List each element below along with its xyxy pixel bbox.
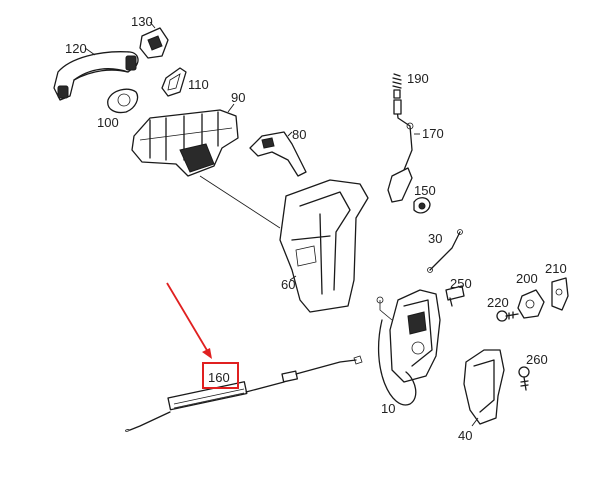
part-90-handle-carrier[interactable] — [131, 103, 239, 177]
label-220: 220 — [487, 295, 509, 310]
label-10: 10 — [381, 401, 395, 416]
label-110: 110 — [188, 77, 209, 92]
label-190: 190 — [407, 71, 429, 86]
part-100-cap[interactable] — [107, 88, 139, 114]
label-200: 200 — [516, 271, 538, 286]
label-250: 250 — [450, 276, 472, 291]
part-190-spring[interactable] — [392, 73, 402, 99]
part-220-screw[interactable] — [496, 310, 519, 322]
label-120: 120 — [65, 41, 87, 56]
part-160-cable[interactable] — [125, 355, 363, 432]
part-130-handle-bracket[interactable] — [139, 21, 169, 59]
highlight-arrow — [166, 282, 212, 359]
part-200-bracket[interactable] — [517, 289, 545, 319]
label-130: 130 — [131, 14, 153, 29]
label-170: 170 — [422, 126, 444, 141]
part-110-cover[interactable] — [161, 67, 187, 97]
part-30-pull-rod[interactable] — [427, 229, 463, 273]
highlight-box — [202, 362, 239, 389]
label-90: 90 — [231, 90, 245, 105]
label-260: 260 — [526, 352, 548, 367]
part-10-door-lock[interactable] — [376, 289, 441, 406]
part-250-screw[interactable] — [445, 285, 465, 307]
part-260-screw[interactable] — [518, 366, 530, 391]
part-60-module-housing[interactable] — [279, 179, 369, 313]
part-80-bracket[interactable] — [249, 131, 307, 177]
label-100: 100 — [97, 115, 119, 130]
label-210: 210 — [545, 261, 567, 276]
label-160: 160 — [208, 370, 230, 385]
part-40-lock-cover[interactable] — [463, 349, 505, 427]
label-150: 150 — [414, 183, 436, 198]
part-150-clip[interactable] — [413, 197, 431, 214]
part-170-rod[interactable] — [387, 99, 420, 203]
part-120-door-handle[interactable] — [53, 47, 139, 101]
label-30: 30 — [428, 231, 442, 246]
label-80: 80 — [292, 127, 306, 142]
label-40: 40 — [458, 428, 472, 443]
label-60: 60 — [281, 277, 295, 292]
part-210-striker[interactable] — [551, 277, 569, 311]
